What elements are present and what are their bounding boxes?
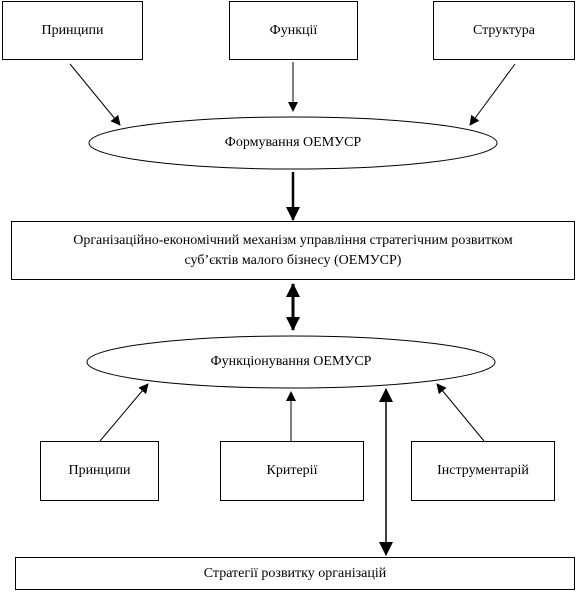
bottom-principles-label: Принципи bbox=[68, 463, 131, 478]
arrow-tools-to-functioning bbox=[436, 383, 485, 442]
mechanism-box: Організаційно-економічний механізм управ… bbox=[11, 221, 575, 280]
formation-ellipse bbox=[88, 116, 498, 170]
formation-label: Формування ОЕМУСР bbox=[224, 135, 362, 150]
mechanism-line-2: суб’єктів малого бізнесу (ОЕМУСР) bbox=[184, 252, 402, 268]
top-structure-box: Структура bbox=[433, 1, 575, 60]
top-functions-label: Функції bbox=[269, 22, 318, 38]
top-principles-box: Принципи bbox=[2, 1, 143, 60]
bottom-tools-box: Інструментарій bbox=[411, 441, 555, 501]
strategies-label: Стратегії розвитку організацій bbox=[203, 565, 387, 581]
functioning-label: Функціонування ОЕМУСР bbox=[210, 354, 372, 369]
strategies-box: Стратегії розвитку організацій bbox=[15, 557, 575, 590]
arrow-structure-to-formation bbox=[469, 63, 516, 126]
top-structure-label: Структура bbox=[472, 22, 536, 38]
arrow-principles-to-formation bbox=[69, 63, 121, 126]
top-functions-box: Функції bbox=[229, 1, 358, 60]
functioning-ellipse bbox=[86, 335, 496, 389]
bottom-criteria-box: Критерії bbox=[220, 441, 364, 501]
bottom-criteria-label: Критерії bbox=[266, 463, 318, 478]
mechanism-line-1: Організаційно-економічний механізм управ… bbox=[73, 232, 513, 248]
top-principles-label: Принципи bbox=[41, 22, 104, 38]
bottom-principles-box: Принципи bbox=[40, 441, 159, 501]
arrow-principles-to-functioning bbox=[99, 383, 149, 442]
bottom-tools-label: Інструментарій bbox=[437, 463, 529, 478]
